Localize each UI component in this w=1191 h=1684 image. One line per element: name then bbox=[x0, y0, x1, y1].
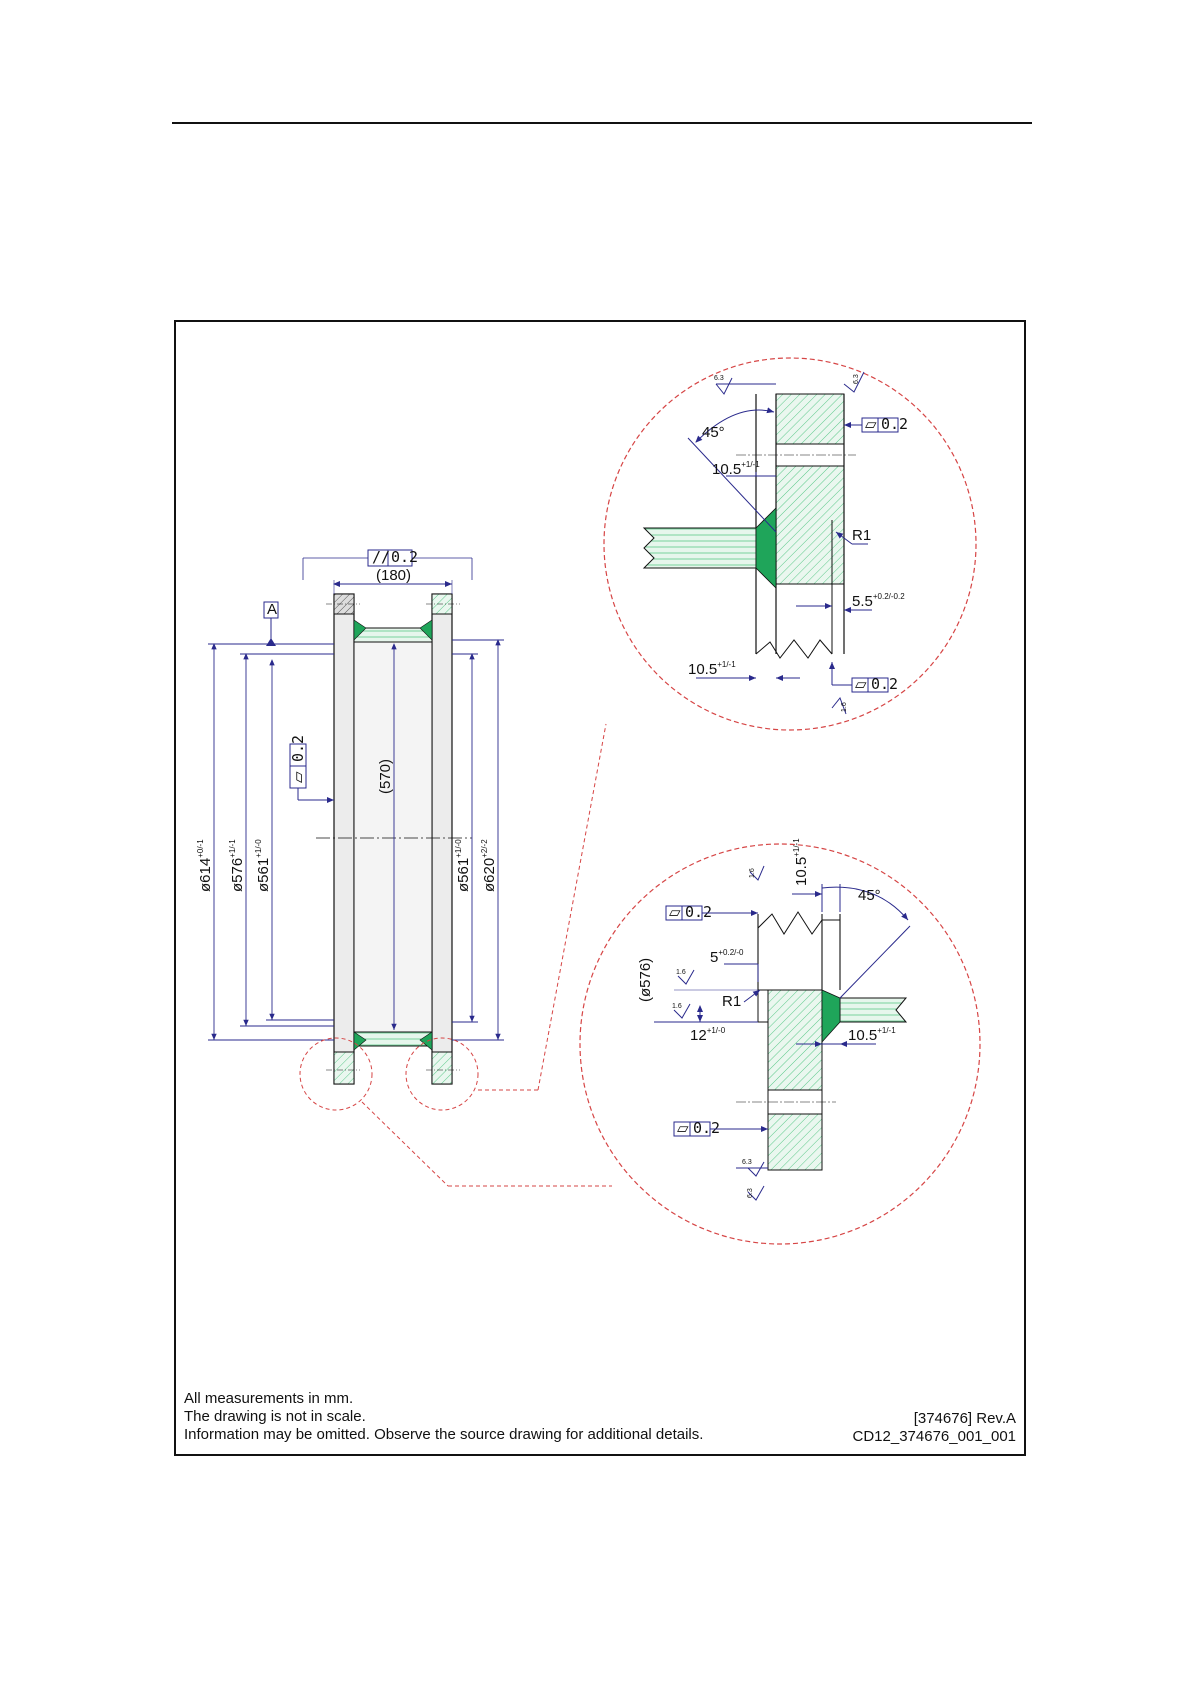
datum-a: A bbox=[263, 601, 279, 646]
drawing-file: CD12_374676_001_001 bbox=[852, 1428, 1016, 1445]
header-rule bbox=[172, 122, 1032, 124]
top-groove-label: 5.5+0.2/-0.2 bbox=[852, 592, 905, 610]
dia-614-label: ø614+0/-1 bbox=[196, 839, 214, 892]
bottom-step-label: 5+0.2/-0 bbox=[710, 948, 744, 966]
dia-561-right-label: ø561+1/-0 bbox=[454, 839, 472, 892]
svg-text:▱: ▱ bbox=[865, 416, 877, 433]
technical-drawing: (180) // 0.2 A ▱ 0.2 bbox=[196, 357, 981, 1245]
top-angle-label: 45° bbox=[702, 424, 725, 441]
svg-text:▱: ▱ bbox=[855, 676, 867, 693]
dia-620-label: ø620+2/-2 bbox=[480, 839, 498, 892]
svg-text:6.3: 6.3 bbox=[742, 1159, 752, 1166]
top-flatness-bottom: ▱ 0.2 bbox=[829, 662, 898, 693]
dia-561-left-label: ø561+1/-0 bbox=[254, 839, 272, 892]
drawing-frame: (180) // 0.2 A ▱ 0.2 bbox=[174, 320, 1026, 1456]
svg-text:0.2: 0.2 bbox=[881, 415, 908, 433]
detail-bottom: 45° 10.5+1/-1 10.5+1/-1 (ø576) 5+0.2/-0 … bbox=[579, 838, 981, 1245]
length-ref-label: (570) bbox=[377, 759, 394, 794]
bottom-flatness-top: ▱ 0.2 bbox=[665, 903, 758, 921]
svg-text:A: A bbox=[267, 601, 277, 618]
bottom-radius-label: R1 bbox=[722, 993, 741, 1010]
top-weld-bottom-label: 10.5+1/-1 bbox=[688, 660, 736, 678]
main-view: (180) // 0.2 A ▱ 0.2 bbox=[196, 548, 612, 1187]
top-radius-label: R1 bbox=[852, 527, 871, 544]
svg-text:6.3: 6.3 bbox=[853, 374, 860, 384]
dia-576-label: ø576+1/-1 bbox=[228, 839, 246, 892]
width-ref-label: (180) bbox=[376, 567, 411, 584]
svg-text:6.3: 6.3 bbox=[714, 375, 724, 382]
svg-text:1.6: 1.6 bbox=[676, 969, 686, 976]
svg-text:0.2: 0.2 bbox=[289, 735, 307, 762]
drawing-id: [374676] Rev.A bbox=[913, 1410, 1016, 1427]
bottom-roughness: 1.6 1.6 1.6 6.3 6.3 bbox=[672, 865, 768, 1201]
svg-text:▱: ▱ bbox=[290, 771, 307, 783]
svg-text:0.2: 0.2 bbox=[685, 903, 712, 921]
svg-text:▱: ▱ bbox=[669, 904, 681, 921]
detail-top: 45° 10.5+1/-1 R1 5.5+0.2/-0.2 10.5+1/-1 … bbox=[603, 357, 977, 731]
main-flatness-frame: ▱ 0.2 bbox=[289, 735, 334, 803]
svg-text://: // bbox=[372, 548, 390, 566]
svg-text:0.2: 0.2 bbox=[391, 548, 418, 566]
note-scale: The drawing is not in scale. bbox=[184, 1408, 366, 1425]
bottom-angle-label: 45° bbox=[858, 887, 881, 904]
note-units: All measurements in mm. bbox=[184, 1390, 354, 1407]
bottom-flatness-bottom: ▱ 0.2 bbox=[673, 1119, 768, 1137]
svg-text:0.2: 0.2 bbox=[871, 675, 898, 693]
bottom-weld-vertical-label: 10.5+1/-1 bbox=[792, 838, 810, 886]
top-flatness-top: ▱ 0.2 bbox=[844, 415, 908, 433]
svg-text:6.3: 6.3 bbox=[747, 1188, 754, 1198]
bottom-offset-label: 12+1/-0 bbox=[690, 1026, 726, 1044]
top-roughness: 6.3 6.3 1.6 bbox=[714, 371, 865, 715]
parallelism-frame: // 0.2 bbox=[367, 548, 418, 567]
svg-text:1.6: 1.6 bbox=[749, 868, 756, 878]
svg-text:1.6: 1.6 bbox=[841, 702, 848, 712]
note-omitted: Information may be omitted. Observe the … bbox=[184, 1426, 704, 1443]
svg-text:0.2: 0.2 bbox=[693, 1119, 720, 1137]
bottom-dia-ref-label: (ø576) bbox=[637, 958, 654, 1002]
svg-text:1.6: 1.6 bbox=[672, 1003, 682, 1010]
bottom-weld-right-label: 10.5+1/-1 bbox=[848, 1026, 896, 1044]
svg-text:▱: ▱ bbox=[677, 1120, 689, 1137]
top-weld-top-label: 10.5+1/-1 bbox=[712, 460, 760, 478]
